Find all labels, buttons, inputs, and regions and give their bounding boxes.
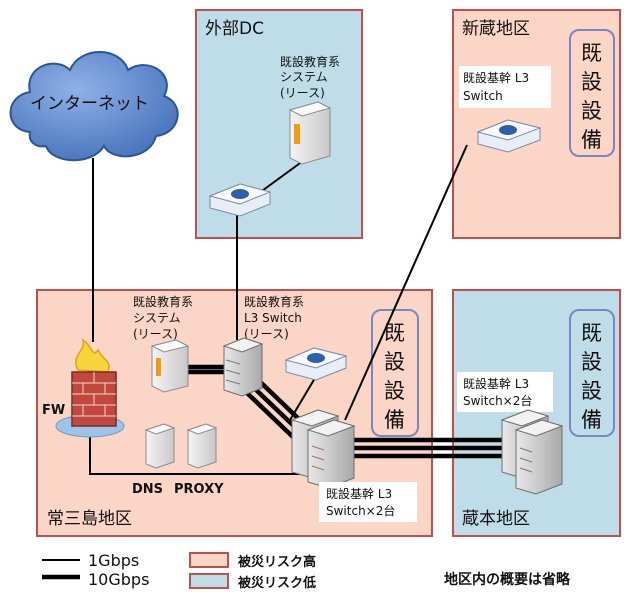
core-switch-icon — [290, 409, 356, 489]
tsune-system-label-3: (リース) — [133, 327, 178, 341]
shinzo-switch-label-1: 既設基幹 L3 — [463, 70, 529, 85]
svg-text:設: 設 — [581, 99, 602, 123]
svg-text:備: 備 — [581, 408, 602, 432]
badge-existing-shinzo: 既 設 設 備 — [569, 29, 615, 157]
tsune-l3-label-3: (リース) — [244, 327, 289, 341]
legend-note: 地区内の概要は省略 — [444, 571, 571, 588]
legend: 1Gbps 10Gbps 被災リスク高 被災リスク低 地区内の概要は省略 — [42, 551, 571, 591]
proxy-label: PROXY — [174, 482, 224, 497]
rack-switch-icon — [222, 337, 264, 397]
core-tsune-label-2: Switch×2台 — [326, 503, 395, 518]
tsune-system-label-1: 既設教育系 — [133, 294, 193, 309]
links-10gbps — [188, 364, 510, 459]
region-title-tsune: 常三島地区 — [47, 509, 132, 529]
dns-label: DNS — [132, 482, 163, 497]
svg-text:設: 設 — [581, 379, 602, 403]
shinzo-switch-label-2: Switch — [463, 89, 503, 103]
region-title-gaibu-dc: 外部DC — [205, 19, 264, 39]
core-tsune-label-1: 既設基幹 L3 — [326, 486, 392, 501]
svg-text:既: 既 — [581, 41, 602, 65]
legend-10g-label: 10Gbps — [88, 570, 149, 589]
core-kura-label-2: Switch×2台 — [463, 393, 532, 408]
dc-system-label-1: 既設教育系 — [280, 54, 340, 69]
tsune-l3-label-1: 既設教育系 — [244, 294, 304, 309]
switch-icon — [476, 119, 542, 153]
fw-label: FW — [42, 403, 65, 418]
tsune-system-label-2: システム — [133, 311, 181, 325]
switch-icon — [284, 347, 348, 381]
svg-text:既: 既 — [581, 321, 602, 345]
switch-icon — [208, 183, 272, 217]
firewall-icon — [55, 338, 125, 438]
core-tsune-label-box — [319, 482, 417, 522]
internet-label: インターネット — [30, 94, 149, 114]
legend-swatch-high — [189, 552, 229, 568]
internet-cloud: インターネット — [9, 51, 179, 162]
legend-swatch-low — [189, 573, 229, 589]
dc-system-label-3: (リース) — [280, 86, 325, 100]
svg-text:設: 設 — [581, 70, 602, 94]
server-icon — [288, 101, 332, 165]
svg-text:設: 設 — [384, 379, 405, 403]
svg-text:備: 備 — [384, 408, 405, 432]
svg-text:設: 設 — [581, 350, 602, 374]
svg-text:既: 既 — [384, 321, 405, 345]
region-title-shinzo: 新蔵地区 — [462, 19, 530, 39]
badge-existing-tsune: 既 設 設 備 — [371, 309, 419, 437]
shinzo-switch-label-box — [459, 66, 551, 108]
core-switch-icon — [500, 409, 564, 495]
svg-text:設: 設 — [384, 350, 405, 374]
dc-system-label-2: システム — [280, 70, 328, 84]
dns-server-icon — [144, 423, 176, 469]
legend-low-label: 被災リスク低 — [237, 575, 316, 591]
legend-1g-label: 1Gbps — [88, 551, 139, 570]
core-kura-label-1: 既設基幹 L3 — [463, 376, 529, 391]
server-icon — [150, 339, 190, 393]
tsune-l3-label-2: L3 Switch — [244, 311, 302, 325]
region-title-kuramoto: 蔵本地区 — [462, 509, 530, 529]
core-kura-label-box — [457, 372, 553, 412]
legend-high-label: 被災リスク高 — [237, 554, 316, 570]
links-1gbps — [89, 144, 468, 475]
badge-existing-kuramoto: 既 設 設 備 — [569, 309, 615, 437]
proxy-server-icon — [186, 423, 218, 469]
svg-text:備: 備 — [581, 128, 602, 152]
